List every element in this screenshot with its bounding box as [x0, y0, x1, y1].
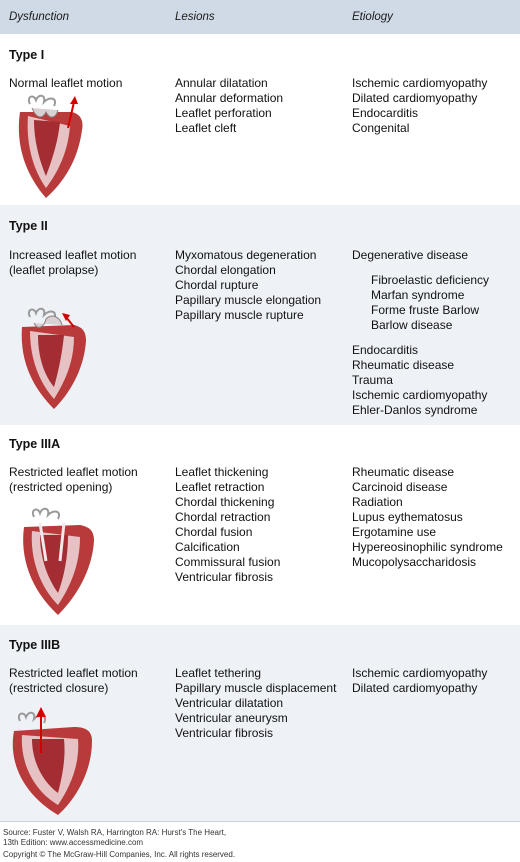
header-dysfunction: Dysfunction — [9, 11, 70, 23]
lesion-item: Ventricular dilatation — [175, 696, 284, 710]
motion-line: (leaflet prolapse) — [9, 263, 99, 277]
lesions-list: Leaflet thickening Leaflet retraction Ch… — [175, 465, 280, 585]
etiology-item: Ischemic cardiomyopathy — [352, 76, 488, 90]
source-line-2: 13th Edition: www.accessmedicine.com — [3, 838, 144, 847]
etiology-list: Ischemic cardiomyopathy Dilated cardiomy… — [352, 76, 487, 136]
lesion-item: Annular deformation — [175, 91, 284, 105]
etiology-list: Ischemic cardiomyopathy Dilated cardiomy… — [352, 666, 487, 696]
etiology-item: Mucopolysaccharidosis — [352, 555, 477, 569]
lesion-item: Leaflet cleft — [175, 121, 237, 135]
etiology-subitem: Barlow disease — [371, 318, 453, 332]
heart-illustration-prolapse — [21, 307, 86, 409]
motion-description: Normal leaflet motion — [9, 76, 122, 91]
lesion-item: Commissural fusion — [175, 555, 281, 569]
etiology-item: Radiation — [352, 495, 403, 509]
lesion-item: Ventricular fibrosis — [175, 570, 274, 584]
etiology-subitem: Marfan syndrome — [371, 288, 465, 302]
etiology-item: Dilated cardiomyopathy — [352, 91, 478, 105]
lesion-item: Leaflet thickening — [175, 465, 269, 479]
lesions-list: Myxomatous degeneration Chordal elongati… — [175, 248, 321, 323]
type-title: Type IIIA — [9, 437, 61, 451]
lesion-item: Annular dilatation — [175, 76, 268, 90]
etiology-list: Degenerative disease Fibroelastic defici… — [352, 248, 489, 418]
lesions-list: Leaflet tethering Papillary muscle displ… — [175, 666, 336, 741]
etiology-item: Ischemic cardiomyopathy — [352, 666, 488, 680]
lesion-item: Leaflet retraction — [175, 480, 265, 494]
motion-line: (restricted closure) — [9, 681, 109, 695]
etiology-item: Dilated cardiomyopathy — [352, 681, 478, 695]
type-title: Type IIIB — [9, 638, 61, 652]
etiology-item: Congenital — [352, 121, 410, 135]
lesions-list: Annular dilatation Annular deformation L… — [175, 76, 283, 136]
copyright-text: Copyright © The McGraw-Hill Companies, I… — [3, 850, 236, 859]
lesion-item: Calcification — [175, 540, 240, 554]
etiology-item: Ischemic cardiomyopathy — [352, 388, 488, 402]
lesion-item: Papillary muscle rupture — [175, 308, 304, 322]
lesion-item: Leaflet perforation — [175, 106, 272, 120]
motion-line: Restricted leaflet motion — [9, 465, 138, 479]
etiology-item: Carcinoid disease — [352, 480, 448, 494]
etiology-item: Degenerative disease — [352, 248, 469, 262]
table-row-type-3a: Type IIIA Restricted leaflet motion (res… — [0, 425, 520, 625]
etiology-item: Lupus eythematosus — [352, 510, 463, 524]
lesion-item: Papillary muscle displacement — [175, 681, 337, 695]
etiology-subitem: Fibroelastic deficiency — [371, 273, 490, 287]
lesion-item: Chordal retraction — [175, 510, 271, 524]
etiology-item: Endocarditis — [352, 343, 419, 357]
lesion-item: Leaflet tethering — [175, 666, 262, 680]
etiology-item: Ehler-Danlos syndrome — [352, 403, 478, 417]
motion-line: (restricted opening) — [9, 480, 113, 494]
etiology-item: Ergotamine use — [352, 525, 437, 539]
lesion-item: Ventricular fibrosis — [175, 726, 274, 740]
table-row-type-1: Type I Normal leaflet motion Annular dil… — [0, 34, 520, 205]
lesion-item: Chordal rupture — [175, 278, 259, 292]
type-title: Type II — [9, 219, 48, 233]
motion-description: Restricted leaflet motion (restricted cl… — [9, 666, 138, 696]
etiology-item: Trauma — [352, 373, 393, 387]
etiology-item: Endocarditis — [352, 106, 419, 120]
lesion-item: Chordal elongation — [175, 263, 276, 277]
motion-description: Increased leaflet motion (leaflet prolap… — [9, 248, 136, 278]
lesion-item: Chordal fusion — [175, 525, 253, 539]
header-lesions: Lesions — [175, 11, 215, 23]
heart-illustration-restricted-closure — [12, 707, 93, 815]
table-header: Dysfunction Lesions Etiology — [0, 0, 520, 34]
lesion-item: Ventricular aneurysm — [175, 711, 288, 725]
motion-line: Normal leaflet motion — [9, 76, 123, 90]
etiology-item: Hypereosinophilic syndrome — [352, 540, 503, 554]
table-row-type-2: Type II Increased leaflet motion (leafle… — [0, 205, 520, 425]
header-etiology: Etiology — [352, 11, 393, 23]
etiology-list: Rheumatic disease Carcinoid disease Radi… — [352, 465, 503, 570]
heart-illustration-restricted-opening — [23, 507, 94, 615]
source-footer: Source: Fuster V, Walsh RA, Harrington R… — [0, 821, 520, 862]
lesion-item: Chordal thickening — [175, 495, 275, 509]
etiology-item: Rheumatic disease — [352, 465, 455, 479]
source-line-1: Source: Fuster V, Walsh RA, Harrington R… — [3, 828, 227, 837]
lesion-item: Myxomatous degeneration — [175, 248, 317, 262]
etiology-subitem: Forme fruste Barlow — [371, 303, 480, 317]
type-title: Type I — [9, 48, 45, 62]
table-row-type-3b: Type IIIB Restricted leaflet motion (res… — [0, 625, 520, 821]
etiology-item: Rheumatic disease — [352, 358, 455, 372]
motion-line: Restricted leaflet motion — [9, 666, 138, 680]
lesion-item: Papillary muscle elongation — [175, 293, 322, 307]
heart-illustration-normal — [18, 94, 83, 198]
motion-line: Increased leaflet motion — [9, 248, 137, 262]
motion-description: Restricted leaflet motion (restricted op… — [9, 465, 138, 495]
